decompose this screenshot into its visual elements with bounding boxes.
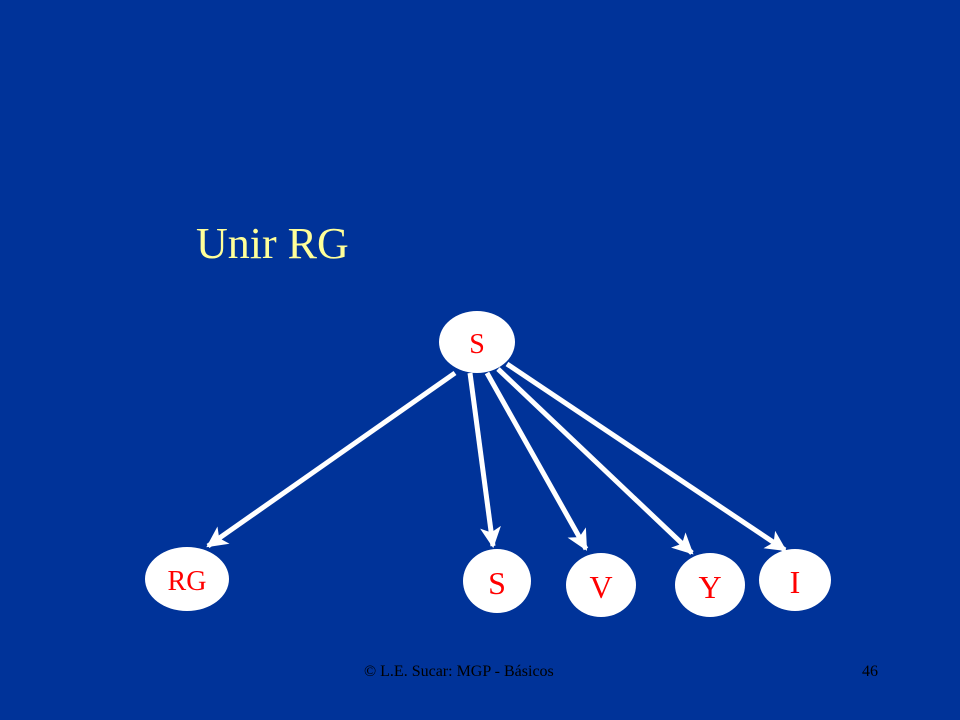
node-i-label: I xyxy=(790,564,801,600)
edge-s-to-v xyxy=(484,371,589,551)
edge-s-to-y xyxy=(496,367,694,555)
page-number: 46 xyxy=(862,663,878,680)
node-rg: RG xyxy=(145,547,229,611)
node-y: Y xyxy=(675,553,745,617)
node-v: V xyxy=(566,553,636,617)
node-i: I xyxy=(759,549,831,611)
edge-s-to-s xyxy=(467,372,501,549)
edge-s-to-i xyxy=(505,361,787,553)
slide-title: Unir RG xyxy=(196,219,349,268)
node-y-label: Y xyxy=(698,569,721,605)
node-s-root-label: S xyxy=(469,329,485,360)
node-v-label: V xyxy=(589,569,612,605)
node-rg-label: RG xyxy=(168,566,207,597)
slide-footer: © L.E. Sucar: MGP - Básicos xyxy=(364,663,554,680)
edge-s-to-rg xyxy=(206,370,457,549)
node-s-label: S xyxy=(488,565,506,601)
node-s: S xyxy=(463,549,531,613)
node-s-root: S xyxy=(439,311,515,373)
